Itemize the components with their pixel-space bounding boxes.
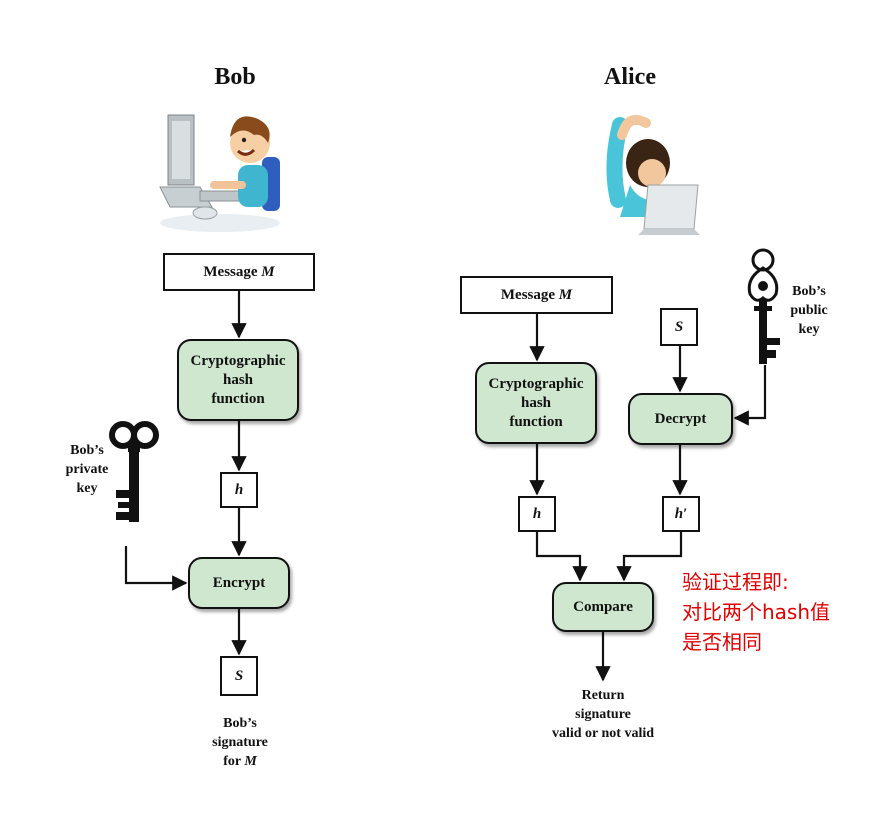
alice-message-prefix: Message	[500, 286, 559, 303]
alice-compare-label: Compare	[573, 598, 633, 615]
bob-hash-var: h	[234, 481, 244, 498]
alice-hash-prime-var: h′	[674, 505, 688, 522]
bob-computer-illustration	[159, 114, 280, 232]
annotation-line: 验证过程即:	[682, 570, 789, 594]
alice-output-line: valid or not valid	[551, 726, 655, 741]
alice-hash-fn-line: function	[509, 413, 563, 430]
annotation-line: 对比两个hash值	[682, 600, 831, 624]
alice-hash-prime-box: h′	[662, 496, 700, 532]
bob-hash-fn-line: hash	[222, 371, 254, 388]
bob-output-line: for	[223, 754, 245, 769]
bob-output-var: M	[244, 754, 257, 769]
bob-message-prefix: Message	[203, 263, 262, 280]
bob-signature-box: S	[220, 656, 258, 696]
bob-output-line: signature	[212, 735, 268, 750]
bob-signature-var: S	[234, 667, 244, 684]
private-key-icon	[109, 421, 159, 522]
bob-encrypt-box: Encrypt	[188, 557, 290, 609]
bob-private-key-line: key	[76, 481, 98, 496]
bob-signature-output-label: Bob’s signature for M	[190, 714, 290, 771]
bob-title: Bob	[214, 64, 256, 90]
alice-message-box: Message M	[460, 276, 613, 314]
bob-public-key-line: Bob’s	[792, 284, 826, 299]
alice-output-line: Return	[581, 688, 625, 703]
bob-public-key-label: Bob’s public key	[778, 282, 840, 339]
bob-message-box: Message M	[163, 253, 315, 291]
bob-public-key-line: key	[798, 322, 820, 337]
arrow-private-key-to-encrypt	[124, 546, 188, 591]
alice-hash-fn-line: Cryptographic	[488, 375, 584, 392]
bob-hash-fn-line: Cryptographic	[190, 352, 286, 369]
bob-hash-function-box: Cryptographic hash function	[177, 339, 299, 421]
public-key-icon	[747, 248, 780, 364]
alice-signature-box: S	[660, 308, 698, 346]
alice-hash-fn-line: hash	[520, 394, 552, 411]
bob-hash-box: h	[220, 472, 258, 508]
bob-public-key-line: public	[790, 303, 828, 318]
annotation-line: 是否相同	[682, 630, 762, 654]
alice-output-line: signature	[575, 707, 631, 722]
alice-hash-box: h	[518, 496, 556, 532]
alice-result-label: Return signature valid or not valid	[530, 686, 676, 743]
bob-output-line: Bob’s	[223, 716, 257, 731]
arrow-h-prime-to-compare	[616, 532, 683, 582]
alice-laptop-illustration	[606, 115, 700, 235]
bob-private-key-line: private	[65, 462, 109, 477]
bob-encrypt-label: Encrypt	[212, 574, 266, 591]
alice-compare-box: Compare	[552, 582, 654, 632]
verification-annotation: 验证过程即: 对比两个hash值 是否相同	[682, 567, 867, 657]
arrow-h-to-compare	[535, 532, 588, 582]
bob-message-var: M	[261, 263, 275, 280]
bob-hash-fn-line: function	[211, 390, 265, 407]
bob-private-key-label: Bob’s private key	[52, 441, 122, 498]
alice-message-var: M	[558, 286, 573, 303]
alice-hash-var: h	[532, 505, 542, 522]
bob-private-key-line: Bob’s	[70, 443, 104, 458]
arrow-public-key-to-decrypt	[733, 365, 767, 426]
alice-hash-function-box: Cryptographic hash function	[475, 362, 597, 444]
alice-signature-var: S	[674, 318, 684, 335]
alice-decrypt-label: Decrypt	[654, 410, 707, 427]
alice-decrypt-box: Decrypt	[628, 393, 733, 445]
alice-title: Alice	[604, 64, 656, 90]
